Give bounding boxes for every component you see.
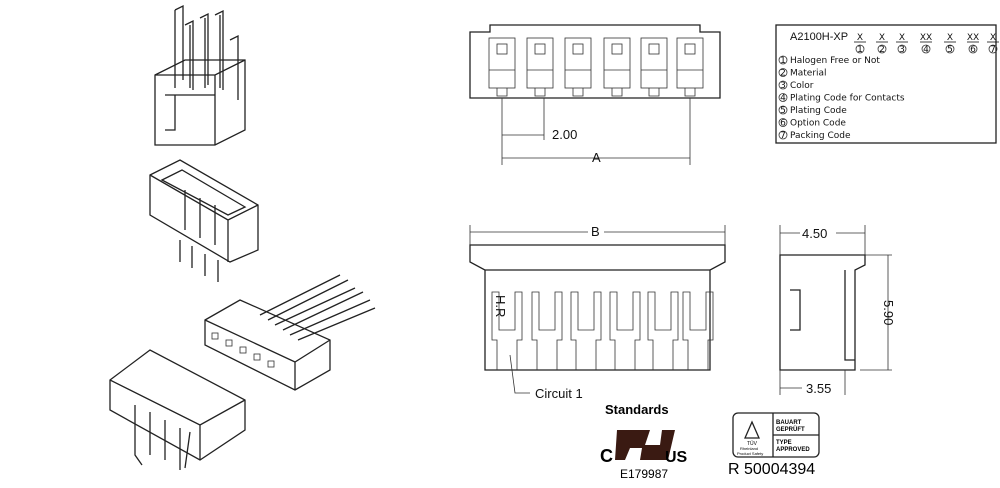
legend-item-number: 5	[780, 106, 786, 116]
svg-text:BAUART: BAUART	[776, 420, 802, 426]
legend-item: Color	[790, 81, 814, 91]
hr-marking: H.R	[493, 295, 508, 317]
bottom-dimension: 3.55	[806, 381, 831, 396]
connector-3d-right-angle-smt	[109, 349, 246, 470]
legend-item-number: 4	[780, 94, 786, 104]
code-segment: XX	[920, 33, 932, 43]
code-segment-number: 1	[857, 45, 863, 55]
contact-slot	[531, 291, 563, 370]
circuit-1-label: Circuit 1	[535, 386, 583, 401]
front-view: 2.00 A	[469, 24, 721, 165]
svg-text:TÜV: TÜV	[747, 440, 758, 447]
depth-dimension: 4.50	[802, 226, 827, 241]
svg-text:APPROVED: APPROVED	[776, 447, 810, 453]
svg-text:GEPRÜFT: GEPRÜFT	[776, 426, 805, 433]
svg-text:US: US	[665, 449, 688, 466]
pin-cavity	[526, 37, 554, 97]
width-dimension-a: A	[592, 150, 601, 165]
contact-slot	[647, 291, 679, 370]
svg-text:Rheinland: Rheinland	[740, 446, 758, 451]
contact-slot	[682, 291, 714, 370]
code-segment-number: 6	[970, 45, 976, 55]
code-segment: X	[899, 33, 905, 43]
code-segment: X	[947, 33, 953, 43]
bottom-view: B H.R Circuit 1	[469, 224, 726, 401]
legend-item: Plating Code for Contacts	[790, 94, 905, 104]
legend-item: Plating Code	[790, 106, 847, 116]
pin-cavity	[564, 37, 592, 97]
code-segment-number: 4	[923, 45, 929, 55]
standards-title: Standards	[605, 402, 669, 417]
standards-section: Standards C US E179987 TÜV Rheinland Pro…	[600, 402, 820, 481]
legend-item: Material	[790, 69, 827, 79]
code-segment-number: 5	[947, 45, 953, 55]
side-view: 4.50 5.90 3.55	[779, 225, 896, 396]
height-dimension: 5.90	[881, 300, 896, 325]
ul-file-number: E179987	[620, 467, 668, 481]
pin-cavity	[603, 37, 631, 97]
svg-text:C: C	[600, 446, 613, 466]
svg-text:TYPE: TYPE	[776, 440, 792, 446]
legend-item: Halogen Free or Not	[790, 56, 880, 66]
connector-3d-right-angle	[149, 159, 259, 282]
ul-logo: C US	[600, 430, 688, 466]
contact-slot	[609, 291, 641, 370]
contact-slot	[570, 291, 602, 370]
contact-slot	[491, 291, 523, 370]
pin-cavity	[640, 37, 668, 97]
tuv-cert-number: R 50004394	[728, 461, 815, 478]
legend-item-number: 2	[780, 69, 786, 79]
legend-item-number: 3	[780, 81, 786, 91]
legend-item: Packing Code	[790, 131, 851, 141]
legend-item: Option Code	[790, 119, 846, 129]
svg-text:Product Safety: Product Safety	[737, 451, 763, 456]
code-segment: X	[879, 33, 885, 43]
part-number: A2100H-XP	[790, 31, 848, 43]
pin-cavity	[488, 37, 516, 97]
pitch-dimension: 2.00	[552, 127, 577, 142]
pin-cavity	[676, 37, 704, 97]
code-segment: X	[857, 33, 863, 43]
code-segment-number: 2	[879, 45, 885, 55]
legend-item-number: 7	[780, 131, 786, 141]
legend-item-number: 6	[780, 119, 786, 129]
connector-3d-vertical	[154, 4, 246, 146]
code-segment-number: 7	[990, 45, 996, 55]
tuv-logo: TÜV Rheinland Product Safety BAUART GEPR…	[732, 412, 820, 458]
code-segment-number: 3	[899, 45, 905, 55]
length-dimension-b: B	[591, 224, 600, 239]
code-segment: X	[990, 33, 996, 43]
connector-3d-housing-with-wires	[204, 274, 376, 391]
legend-item-number: 1	[780, 56, 786, 66]
code-segment: XX	[967, 33, 979, 43]
